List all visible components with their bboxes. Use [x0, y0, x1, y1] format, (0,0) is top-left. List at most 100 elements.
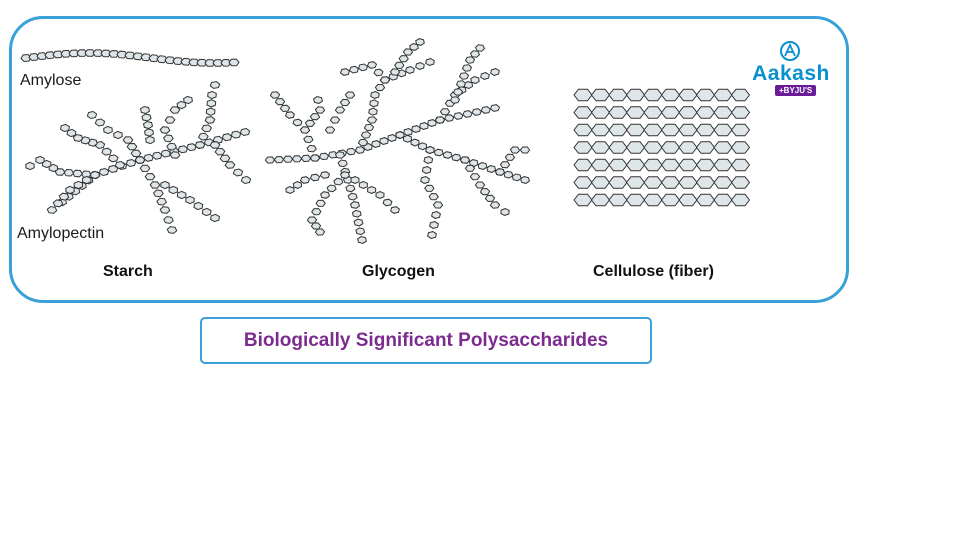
amylopectin-unit [114, 160, 126, 170]
amylopectin-unit [169, 151, 181, 159]
glycogen-unit [415, 62, 425, 70]
cellulose-unit [660, 176, 681, 189]
glycogen-unit [519, 146, 531, 154]
glycogen-unit [452, 88, 464, 96]
glycogen-unit [429, 221, 439, 229]
cellulose-unit [608, 158, 628, 172]
glycogen-unit [314, 106, 326, 114]
glycogen-unit [345, 147, 357, 156]
cellulose-unit [660, 106, 681, 119]
glycogen-unit [479, 187, 491, 196]
aakash-logo: Aakash +BYJU'S [749, 40, 833, 100]
cellulose-unit [678, 141, 698, 154]
glycogen-unit [500, 208, 510, 216]
cellulose-unit [713, 123, 733, 137]
amylopectin-unit [139, 164, 151, 173]
amylopectin-unit [204, 116, 216, 124]
glycogen-unit [299, 126, 311, 134]
page-title: Biologically Significant Polysaccharides [243, 329, 609, 351]
glycogen-unit [409, 43, 419, 51]
cellulose-unit [730, 141, 751, 154]
cellulose-unit [660, 88, 681, 102]
glycogen-unit [499, 161, 511, 169]
amylopectin-unit [142, 120, 154, 130]
glycogen-unit [428, 193, 439, 201]
cellulose-unit [643, 88, 663, 102]
glycogen-unit [463, 81, 474, 89]
cellulose-unit [625, 106, 646, 119]
amylose-unit [60, 49, 72, 58]
amylopectin-unit [65, 185, 75, 195]
amylopectin-unit [73, 180, 84, 190]
amylopectin-unit [185, 195, 195, 205]
aakash-emblem-icon [780, 41, 800, 61]
amylose-unit [140, 53, 152, 62]
amylose-unit [68, 49, 80, 58]
cellulose-unit [730, 176, 751, 189]
amylose-unit [20, 53, 32, 63]
cellulose-unit [660, 123, 681, 137]
amylopectin-unit [72, 133, 84, 143]
glycogen-unit [520, 176, 530, 184]
glycogen-unit [300, 154, 312, 163]
cellulose-unit [590, 106, 611, 119]
glycogen-unit [423, 156, 434, 164]
glycogen-unit [511, 173, 522, 182]
cellulose-unit [608, 123, 628, 137]
amylopectin-unit [224, 161, 236, 169]
glycogen-unit [314, 228, 326, 236]
glycogen-unit [374, 83, 386, 92]
glycogen-unit [310, 222, 322, 230]
glycogen-unit [484, 194, 496, 203]
glycogen-unit [348, 65, 360, 74]
cellulose-unit [573, 123, 593, 137]
glycogen-unit [451, 153, 462, 162]
cellulose-unit [590, 141, 611, 154]
amylose-unit [116, 50, 128, 59]
glycogen-unit [419, 122, 429, 130]
glycogen-unit [410, 138, 420, 147]
glycogen-unit [458, 72, 470, 80]
cellulose-unit [625, 158, 646, 172]
amylose-unit [52, 50, 64, 59]
glycogen-unit [345, 184, 356, 193]
glycogen-unit [373, 68, 384, 77]
glycogen-unit [334, 106, 346, 114]
glycogen-unit [274, 97, 286, 106]
cellulose-unit [678, 123, 698, 137]
cellulose-unit [573, 106, 593, 119]
amylopectin-unit [52, 199, 64, 208]
glycogen-unit [469, 173, 481, 181]
glycogen-unit [357, 63, 369, 72]
glycogen-unit [425, 146, 435, 154]
glycogen-unit [405, 66, 415, 74]
glycogen-unit [382, 198, 393, 207]
glycogen-unit [309, 173, 321, 182]
amylopectin-unit [94, 118, 106, 127]
glycogen-unit [402, 134, 413, 143]
glycogen-unit [509, 146, 521, 154]
logo-byjus-badge: +BYJU'S [775, 85, 817, 96]
glycogen-unit [363, 123, 375, 132]
amylopectin-unit [169, 106, 181, 114]
amylopectin-unit [186, 143, 197, 152]
amylopectin-unit [221, 133, 233, 142]
glycogen-unit [306, 216, 318, 224]
cellulose-unit [608, 193, 628, 207]
glycogen-unit [469, 50, 481, 58]
cellulose-unit [695, 193, 716, 207]
glycogen-unit [264, 156, 276, 164]
glycogen-unit [442, 151, 453, 159]
cellulose-unit [625, 123, 646, 137]
glycogen-unit [420, 176, 430, 184]
glycogen-unit [313, 96, 323, 104]
amylopectin-unit [232, 168, 244, 177]
glycogen-unit [299, 176, 311, 184]
amylopectin-unit [152, 189, 164, 198]
amylopectin-unit [103, 125, 113, 135]
amylopectin-unit [144, 172, 156, 181]
glycogen-unit [379, 76, 391, 84]
glycogen-unit [394, 61, 405, 69]
cellulose-unit [573, 88, 593, 102]
amylose-label: Amylose [20, 72, 82, 89]
